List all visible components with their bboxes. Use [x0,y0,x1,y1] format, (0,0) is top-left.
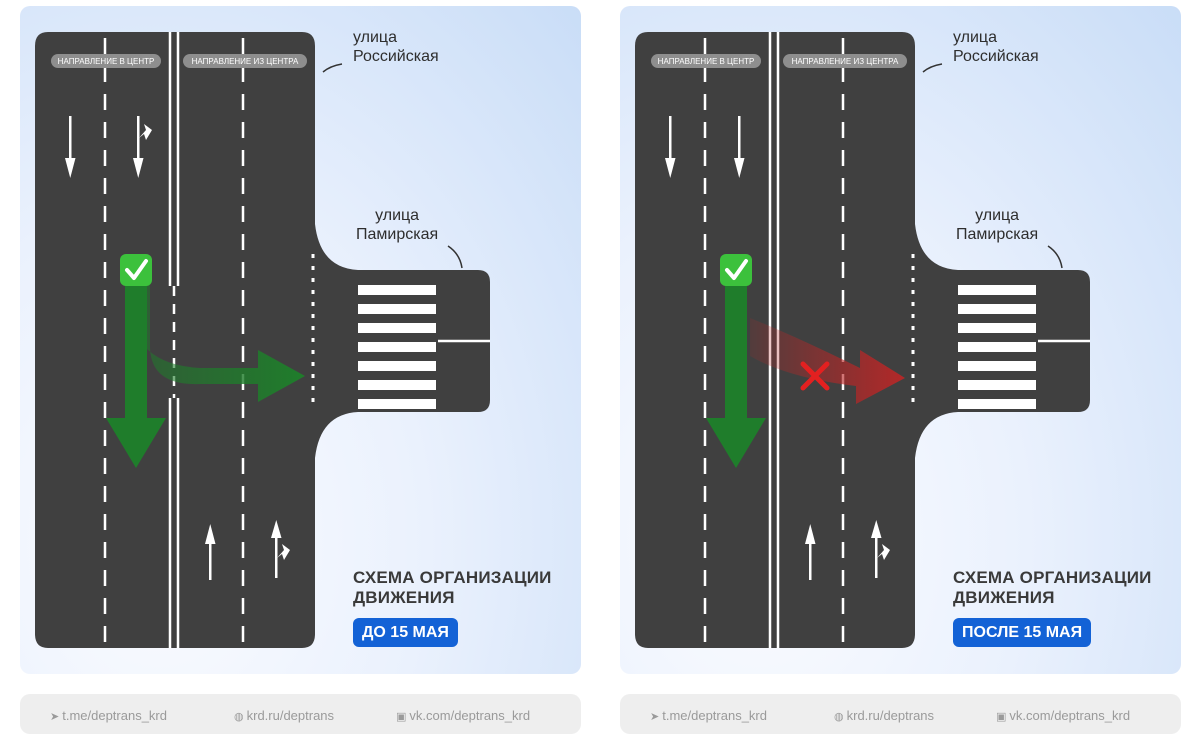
check-mark-icon [720,254,752,286]
vk-link[interactable]: ▣vk.com/deptrans_krd [396,708,531,723]
road-scheme-before: НАПРАВЛЕНИЕ В ЦЕНТР НАПРАВЛЕНИЕ ИЗ ЦЕНТР… [35,32,490,648]
globe-icon: ◍ [234,711,244,723]
green-straight-arrow [706,284,766,468]
lane-arrow-straight-right-up [271,520,290,578]
street-label-rossiyskaya: улица Российская [953,29,1039,65]
site-link[interactable]: ◍krd.ru/deptrans [834,708,935,723]
pill-to-center [51,54,161,68]
pill-to-center-text: НАПРАВЛЕНИЕ В ЦЕНТР [58,57,155,66]
lane-arrow-straight-down-2 [734,116,745,178]
telegram-icon: ➤ [650,711,660,723]
vk-link[interactable]: ▣vk.com/deptrans_krd [996,708,1131,723]
crosswalk [958,285,1036,409]
lane-arrow-straight-down [665,116,676,178]
lane-arrow-straight-down [65,116,76,178]
footer-links-left: ➤t.me/deptrans_krd ◍krd.ru/deptrans ▣vk.… [20,694,581,734]
pill-from-center [183,54,307,68]
lane-arrow-straight-up [805,524,816,580]
green-turn-arrow [130,284,305,402]
site-link[interactable]: ◍krd.ru/deptrans [234,708,335,723]
lane-arrow-straight-up [205,524,216,580]
vk-icon: ▣ [396,711,407,723]
lane-arrow-straight-right-up [871,520,890,578]
road-surface [635,32,1090,648]
street-label-pamirskaya: улица Памирская [956,207,1039,243]
pill-from-center [783,54,907,68]
date-badge: ПОСЛЕ 15 МАЯ [953,618,1092,647]
leader-pamirskaya [1047,245,1063,269]
vk-icon: ▣ [996,711,1007,723]
leader-rossiyskaya [922,63,943,73]
pill-from-center-text: НАПРАВЛЕНИЕ ИЗ ЦЕНТРА [792,57,899,66]
scheme-before-panel: НАПРАВЛЕНИЕ В ЦЕНТР НАПРАВЛЕНИЕ ИЗ ЦЕНТР… [20,6,581,674]
leader-pamirskaya [447,245,463,269]
forbidden-turn-arrow [750,318,905,404]
telegram-link[interactable]: ➤t.me/deptrans_krd [50,708,167,723]
crosswalk [358,285,436,409]
allowed-movement-arrows [106,284,305,468]
date-badge: ДО 15 МАЯ [353,618,458,647]
pill-to-center [651,54,761,68]
green-straight-arrow [106,284,166,468]
lane-arrow-straight-right-down [133,116,152,178]
street-label-pamirskaya: улица Памирская [356,207,439,243]
scheme-title: СХЕМА ОРГАНИЗАЦИИ ДВИЖЕНИЯ [353,568,552,607]
road-scheme-after: НАПРАВЛЕНИЕ В ЦЕНТР НАПРАВЛЕНИЕ ИЗ ЦЕНТР… [635,32,1090,648]
pill-from-center-text: НАПРАВЛЕНИЕ ИЗ ЦЕНТРА [192,57,299,66]
telegram-icon: ➤ [50,711,60,723]
street-label-rossiyskaya: улица Российская [353,29,439,65]
telegram-link[interactable]: ➤t.me/deptrans_krd [650,708,767,723]
pill-to-center-text: НАПРАВЛЕНИЕ В ЦЕНТР [658,57,755,66]
footer-links-right: ➤t.me/deptrans_krd ◍krd.ru/deptrans ▣vk.… [620,694,1181,734]
scheme-title: СХЕМА ОРГАНИЗАЦИИ ДВИЖЕНИЯ [953,568,1152,607]
cross-icon [800,361,830,391]
check-mark-icon [120,254,152,286]
leader-rossiyskaya [322,63,343,73]
road-surface [35,32,490,648]
globe-icon: ◍ [834,711,844,723]
scheme-after-panel: НАПРАВЛЕНИЕ В ЦЕНТР НАПРАВЛЕНИЕ ИЗ ЦЕНТР… [620,6,1181,674]
